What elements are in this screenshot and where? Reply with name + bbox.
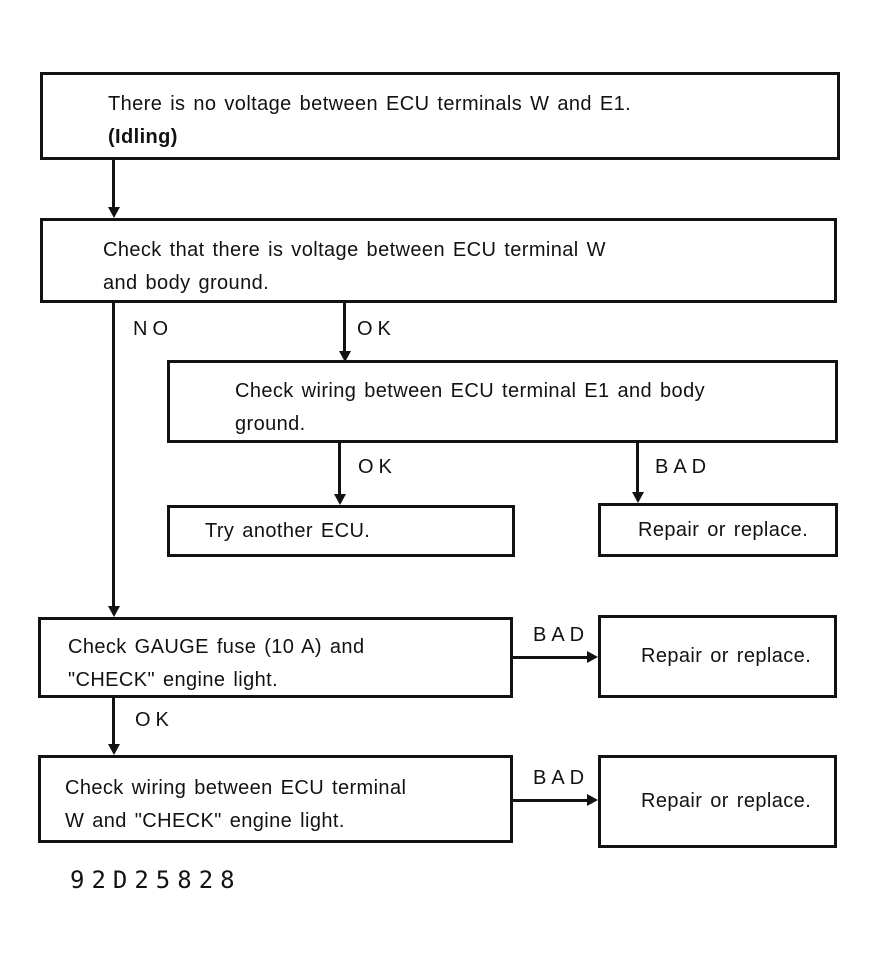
flow-box-check-gauge-fuse: Check GAUGE fuse (10 A) and "CHECK" engi… [38, 617, 513, 698]
connector-bad-to-repair-2 [513, 656, 589, 659]
connector-ok-to-try-ecu [338, 443, 341, 495]
arrowhead-down-icon [334, 494, 346, 505]
branch-label-no: NO [133, 318, 173, 340]
arrowhead-down-icon [108, 744, 120, 755]
branch-label-ok: OK [135, 709, 174, 731]
step-text: Check wiring between ECU terminal [65, 777, 407, 799]
arrowhead-right-icon [587, 651, 598, 663]
flow-box-repair-or-replace-3: Repair or replace. [598, 755, 837, 848]
action-text: Try another ECU. [205, 519, 371, 542]
connector-no-to-check-fuse [112, 303, 115, 607]
connector-bad-to-repair-3 [513, 799, 589, 802]
step-text: Check that there is voltage between ECU … [103, 239, 606, 261]
flow-box-symptom: There is no voltage between ECU terminal… [40, 72, 840, 160]
flow-box-check-wiring-e1: Check wiring between ECU terminal E1 and… [167, 360, 838, 443]
action-text: Repair or replace. [638, 518, 809, 541]
arrowhead-down-icon [108, 606, 120, 617]
connector-ok-to-check-wiring-w [112, 698, 115, 747]
arrowhead-down-icon [339, 351, 351, 362]
flow-box-repair-or-replace-1: Repair or replace. [598, 503, 838, 557]
flow-box-repair-or-replace-2: Repair or replace. [598, 615, 837, 698]
arrowhead-down-icon [632, 492, 644, 503]
flow-box-check-voltage-w: Check that there is voltage between ECU … [40, 218, 837, 303]
action-text: Repair or replace. [641, 645, 812, 667]
branch-label-ok: OK [357, 318, 396, 340]
branch-label-bad: BAD [533, 767, 590, 789]
figure-code: 92D25828 [70, 866, 242, 894]
flow-box-check-wiring-w: Check wiring between ECU terminal W and … [38, 755, 513, 843]
arrowhead-right-icon [587, 794, 598, 806]
connector-symptom-to-check-voltage [112, 160, 115, 208]
connector-ok-to-check-wiring-e1 [343, 303, 346, 352]
branch-label-ok: OK [358, 456, 397, 478]
step-text: Check GAUGE fuse (10 A) and [68, 636, 365, 658]
step-text: and body ground. [103, 272, 270, 294]
step-text: Check wiring between ECU terminal E1 and… [235, 380, 705, 402]
step-text: ground. [235, 413, 306, 435]
arrowhead-down-icon [108, 207, 120, 218]
branch-label-bad: BAD [655, 456, 712, 478]
symptom-text: There is no voltage between ECU terminal… [108, 93, 632, 115]
branch-label-bad: BAD [533, 624, 590, 646]
symptom-condition-text: (Idling) [108, 126, 178, 148]
action-text: Repair or replace. [641, 790, 812, 812]
connector-bad-to-repair-1 [636, 443, 639, 493]
step-text: "CHECK" engine light. [68, 669, 279, 691]
step-text: W and "CHECK" engine light. [65, 810, 345, 832]
flow-box-try-another-ecu: Try another ECU. [167, 505, 515, 557]
